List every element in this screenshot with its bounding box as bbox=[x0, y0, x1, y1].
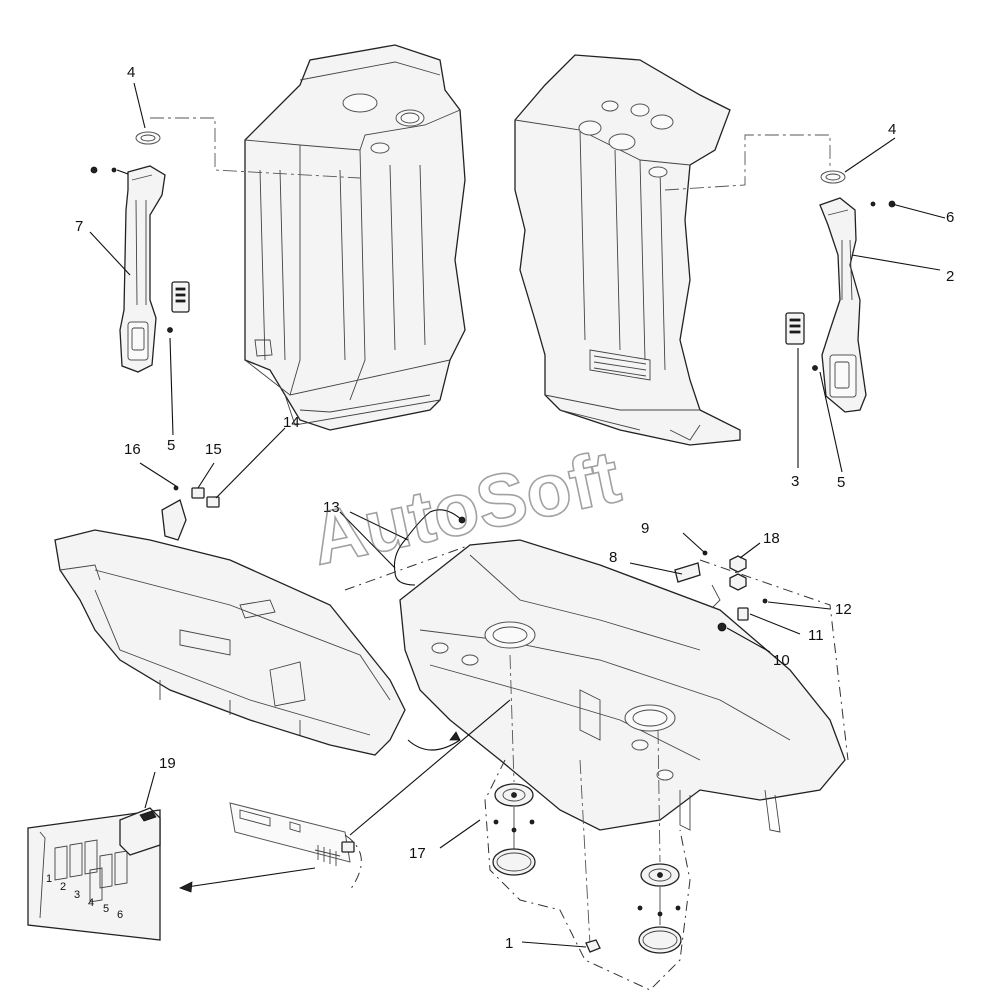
callout-13: 13 bbox=[323, 499, 340, 516]
ring-leader-left bbox=[150, 117, 361, 179]
callout-4-right: 4 bbox=[888, 121, 896, 138]
speaker-lower bbox=[637, 863, 682, 954]
fuse-bracket bbox=[674, 550, 768, 632]
clip bbox=[585, 939, 601, 953]
callout-8: 8 bbox=[609, 549, 617, 566]
callout-4-left: 4 bbox=[127, 64, 135, 81]
speaker-group-outline bbox=[484, 759, 691, 991]
switch-strip-outline bbox=[344, 834, 362, 891]
switch-slots bbox=[54, 839, 128, 903]
callout-5-left: 5 bbox=[167, 437, 175, 454]
panel-number-2: 2 bbox=[60, 881, 66, 893]
floor-pan bbox=[399, 539, 846, 833]
left-pillar-trim bbox=[90, 165, 173, 373]
left-upper-housing bbox=[244, 44, 466, 431]
callout-15: 15 bbox=[205, 441, 222, 458]
left-lower-console bbox=[54, 529, 406, 756]
callout-labels: 1 2 3 4 4 5 5 6 7 8 9 10 11 12 13 14 15 … bbox=[75, 64, 954, 952]
ring-leader-right bbox=[664, 134, 831, 191]
panel-number-6: 6 bbox=[117, 909, 123, 921]
speaker-upper bbox=[492, 783, 536, 876]
callout-11: 11 bbox=[808, 627, 824, 644]
callout-19: 19 bbox=[159, 755, 176, 772]
callout-3: 3 bbox=[791, 473, 799, 490]
callout-6: 6 bbox=[946, 209, 954, 226]
panel-number-5: 5 bbox=[103, 903, 109, 915]
relay-bracket bbox=[161, 485, 220, 541]
panel-number-4: 4 bbox=[88, 897, 94, 909]
callout-leaders bbox=[89, 82, 946, 948]
callout-5-right: 5 bbox=[837, 474, 845, 491]
callout-17: 17 bbox=[409, 845, 426, 862]
rocker-switch-left bbox=[171, 281, 190, 313]
switch-strip bbox=[229, 802, 355, 866]
callout-10: 10 bbox=[773, 652, 790, 669]
transfer-arrow bbox=[407, 739, 461, 751]
callout-12: 12 bbox=[835, 601, 852, 618]
seal-ring-left bbox=[135, 131, 161, 145]
wiring-harness bbox=[393, 509, 463, 573]
callout-2: 2 bbox=[946, 268, 954, 285]
callout-1: 1 bbox=[505, 935, 513, 952]
panel-number-1: 1 bbox=[46, 873, 52, 885]
callout-9: 9 bbox=[641, 520, 649, 537]
callout-16: 16 bbox=[124, 441, 141, 458]
panel-arrow bbox=[179, 867, 316, 889]
panel-number-3: 3 bbox=[74, 889, 80, 901]
right-upper-housing bbox=[514, 54, 741, 446]
callout-14: 14 bbox=[283, 414, 300, 431]
seal-ring-right bbox=[820, 170, 846, 184]
floor-pan-outline bbox=[344, 544, 849, 761]
rocker-switch-right bbox=[785, 312, 805, 345]
callout-7: 7 bbox=[75, 218, 83, 235]
rocker-switch-19 bbox=[119, 807, 161, 856]
callout-18: 18 bbox=[763, 530, 780, 547]
right-pillar-trim bbox=[812, 197, 896, 413]
